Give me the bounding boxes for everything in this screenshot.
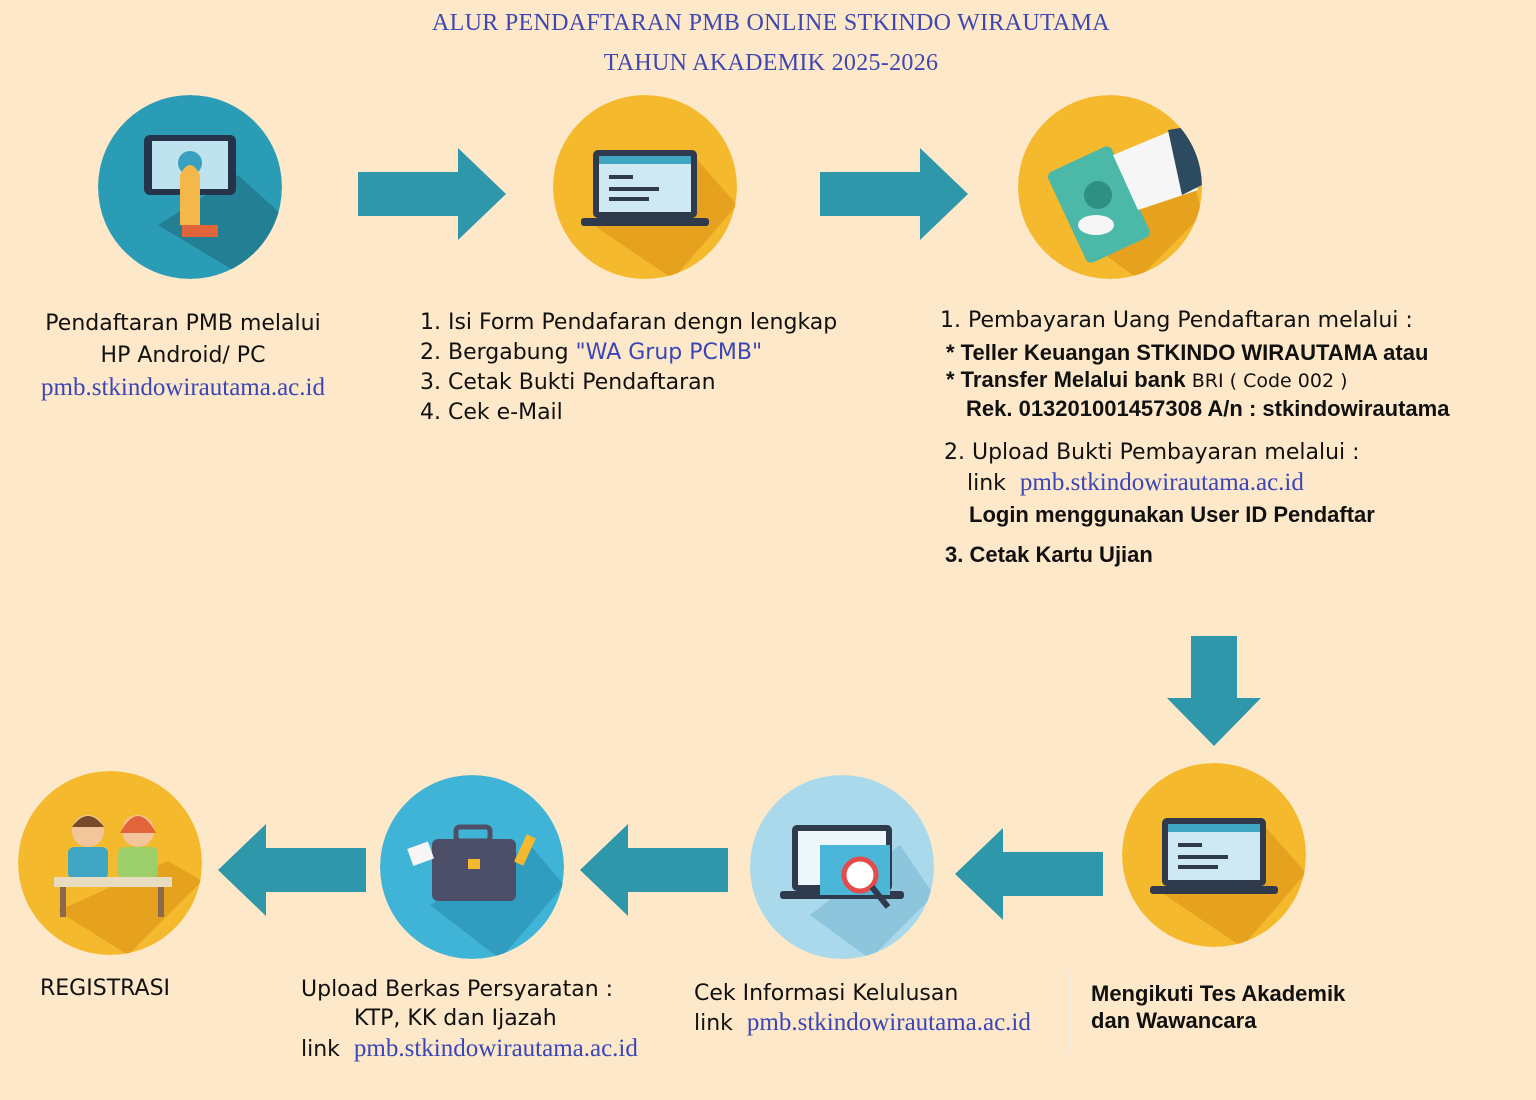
divider	[1070, 972, 1071, 1052]
step-6-line-1: Upload Berkas Persyaratan :	[301, 977, 614, 1002]
step-2-item-1: 1. Isi Form Pendafaran dengn lengkap	[420, 310, 838, 335]
step-6-link[interactable]: pmb.stkindowirautama.ac.id	[353, 1035, 638, 1062]
touch-screen-icon	[98, 95, 282, 279]
step-6-line-2: KTP, KK dan Ijazah	[354, 1006, 557, 1031]
step-3-item-2: 2. Upload Bukti Pembayaran melalui :	[944, 440, 1360, 465]
step-7-label: REGISTRASI	[40, 976, 171, 1001]
payment-money-icon	[1018, 95, 1202, 279]
step-2-item-2: 2. Bergabung "WA Grup PCMB"	[420, 340, 763, 365]
step-1-line-2: HP Android/ PC	[100, 343, 266, 368]
teller-option: * Teller Keuangan STKINDO WIRAUTAMA atau	[946, 340, 1429, 365]
arrow-left-icon	[580, 824, 728, 916]
step-3-link-row: link pmb.stkindowirautama.ac.id	[967, 469, 1304, 496]
title-line-1: ALUR PENDAFTARAN PMB ONLINE STKINDO WIRA…	[432, 10, 1110, 36]
login-note: Login menggunakan User ID Pendaftar	[969, 502, 1375, 527]
step-3-item-1: 1. Pembayaran Uang Pendaftaran melalui :	[940, 308, 1413, 333]
arrow-right-icon	[358, 148, 506, 240]
step-4-line-2: dan Wawancara	[1091, 1008, 1257, 1033]
title-line-2: TAHUN AKADEMIK 2025-2026	[603, 50, 939, 76]
step-3-link[interactable]: pmb.stkindowirautama.ac.id	[1019, 469, 1304, 496]
arrow-left-icon	[955, 828, 1103, 920]
step-6-link-row: link pmb.stkindowirautama.ac.id	[301, 1035, 638, 1062]
step-5-link-row: link pmb.stkindowirautama.ac.id	[694, 1009, 1031, 1036]
registration-students-icon	[18, 771, 202, 955]
briefcase-documents-icon	[380, 775, 564, 959]
step-1-line-1: Pendaftaran PMB melalui	[45, 311, 321, 336]
step-1-text: Pendaftaran PMB melalui HP Android/ PC p…	[0, 308, 366, 404]
transfer-option: * Transfer Melalui bank BRI ( Code 002 )	[946, 367, 1348, 392]
laptop-test-icon	[1122, 763, 1306, 947]
account-number: Rek. 013201001457308 A/n : stkindowiraut…	[966, 396, 1450, 421]
step-3-payment-methods: * Teller Keuangan STKINDO WIRAUTAMA atau…	[946, 339, 1449, 422]
arrow-left-icon	[218, 824, 366, 916]
step-5-link[interactable]: pmb.stkindowirautama.ac.id	[746, 1009, 1031, 1036]
bank-code: BRI ( Code 002 )	[1191, 370, 1348, 392]
step-2-list: 1. Isi Form Pendafaran dengn lengkap 2. …	[420, 308, 837, 428]
search-results-icon	[750, 775, 934, 959]
step-1-link[interactable]: pmb.stkindowirautama.ac.id	[41, 374, 325, 401]
step-3-item-3: 3. Cetak Kartu Ujian	[945, 542, 1153, 567]
step-4-line-1: Mengikuti Tes Akademik	[1091, 981, 1346, 1006]
step-2-item-4: 4. Cek e-Mail	[420, 400, 563, 425]
arrow-right-icon	[820, 148, 968, 240]
wa-group-link[interactable]: "WA Grup PCMB"	[575, 340, 763, 365]
laptop-form-icon	[553, 95, 737, 279]
step-4-text: Mengikuti Tes Akademik dan Wawancara	[1091, 980, 1345, 1034]
step-5-line-1: Cek Informasi Kelulusan	[694, 981, 959, 1006]
step-2-item-3: 3. Cetak Bukti Pendaftaran	[420, 370, 716, 395]
arrow-down-icon	[1167, 636, 1261, 746]
